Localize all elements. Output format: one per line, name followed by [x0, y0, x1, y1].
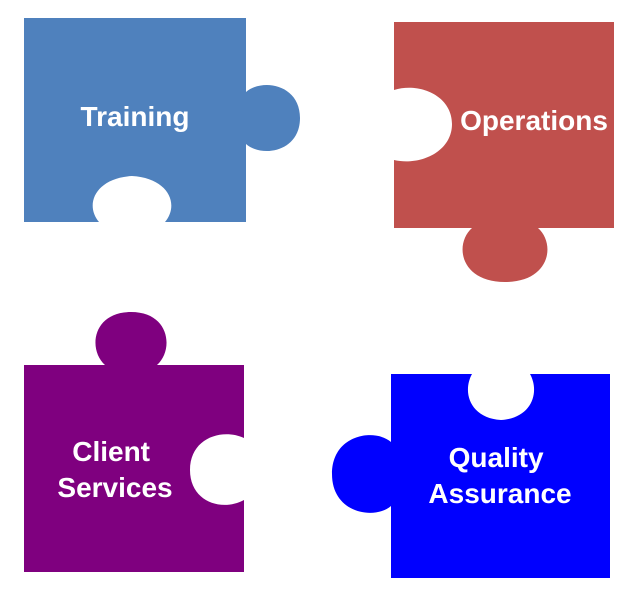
- piece-label-client-services: Client Services: [57, 436, 172, 503]
- piece-shape-operations: [394, 22, 614, 282]
- piece-label-line: Services: [57, 472, 172, 503]
- puzzle-piece-operations: Operations: [394, 22, 614, 282]
- piece-label-line: Quality: [449, 442, 544, 473]
- piece-shape-training: [24, 18, 300, 222]
- puzzle-piece-quality-assurance: Quality Assurance: [332, 374, 610, 578]
- piece-label-quality-assurance: Quality Assurance: [428, 442, 571, 509]
- piece-label-line: Client: [72, 436, 150, 467]
- piece-label-line: Assurance: [428, 478, 571, 509]
- puzzle-piece-training: Training: [24, 18, 300, 222]
- piece-label-training: Training: [81, 101, 190, 132]
- piece-label-operations: Operations: [460, 105, 608, 136]
- puzzle-piece-client-services: Client Services: [24, 312, 244, 572]
- piece-shape-quality-assurance: [332, 374, 610, 578]
- piece-label-line: Operations: [460, 105, 608, 136]
- piece-shape-client-services: [24, 312, 244, 572]
- piece-label-line: Training: [81, 101, 190, 132]
